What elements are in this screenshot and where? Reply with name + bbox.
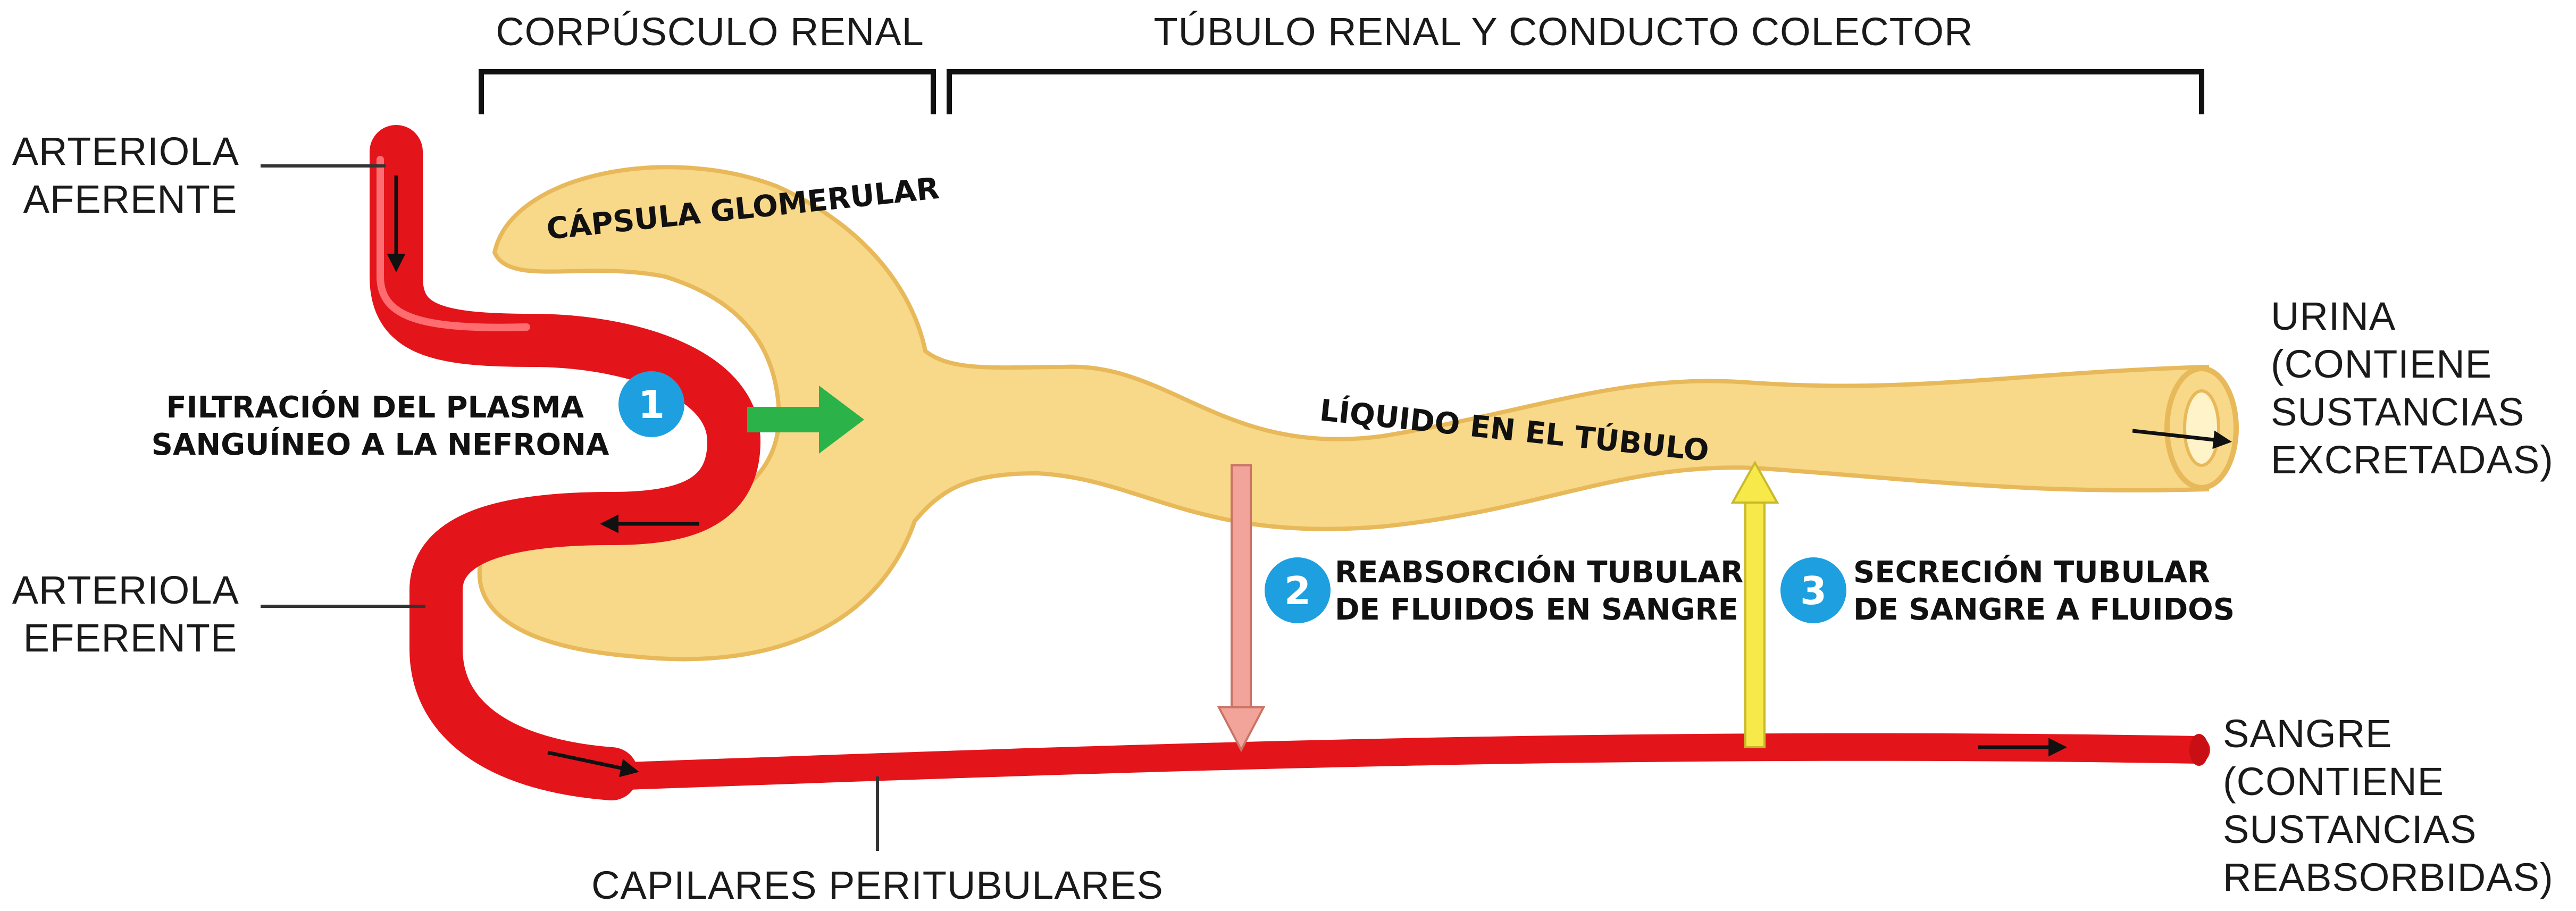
urine-label: URINA (CONTIENE SUSTANCIAS EXCRETADAS) (2271, 294, 2554, 482)
tubule-lumen (2183, 389, 2220, 467)
blood-label: SANGRE (CONTIENE SUSTANCIAS REABSORBIDAS… (2223, 712, 2554, 899)
reabsorption-arrow (1217, 464, 1266, 753)
step-3-badge (1780, 557, 1846, 623)
urine-out-arrow (2132, 429, 2232, 449)
flow-arrows (387, 175, 2232, 778)
step-2-number: 2 (1284, 569, 1311, 613)
secretion-arrow (1730, 460, 1779, 748)
corpuscle-bracket (479, 69, 936, 114)
afferent-highlight (377, 156, 530, 331)
step-3: 3 SECRECIÓN TUBULAR DE SANGRE A FLUIDOS (1780, 555, 2235, 627)
step-2: 2 REABSORCIÓN TUBULAR DE FLUIDOS EN SANG… (1265, 555, 1754, 627)
afferent-arteriole (370, 125, 760, 800)
step-1-number: 1 (638, 382, 665, 427)
leader-lines (261, 164, 879, 851)
step-2-badge (1265, 557, 1331, 623)
step-3-number: 3 (1800, 569, 1827, 613)
tubule-bracket (947, 69, 2204, 114)
step-2-text: REABSORCIÓN TUBULAR DE FLUIDOS EN SANGRE (1335, 555, 1754, 627)
efferent-label: ARTERIOLA EFERENTE (12, 568, 249, 660)
corpuscle-header: CORPÚSCULO RENAL (496, 10, 924, 54)
step-1: 1 FILTRACIÓN DEL PLASMA SANGUÍNEO A LA N… (152, 371, 684, 462)
step-3-text: SECRECIÓN TUBULAR DE SANGRE A FLUIDOS (1853, 555, 2235, 627)
capillary-flow-arrow (547, 750, 639, 778)
filtration-arrow (747, 386, 864, 454)
capillaries-label: CAPILARES PERITUBULARES (591, 863, 1164, 907)
afferent-label: ARTERIOLA AFERENTE (12, 129, 249, 221)
peritubular-capillary (598, 733, 2210, 790)
capillary-end (2189, 734, 2209, 766)
step-1-badge (618, 371, 684, 437)
tubule-header: TÚBULO RENAL Y CONDUCTO COLECTOR (1153, 10, 1973, 54)
step-1-text: FILTRACIÓN DEL PLASMA SANGUÍNEO A LA NEF… (152, 390, 609, 462)
blood-vessels (370, 125, 2210, 800)
